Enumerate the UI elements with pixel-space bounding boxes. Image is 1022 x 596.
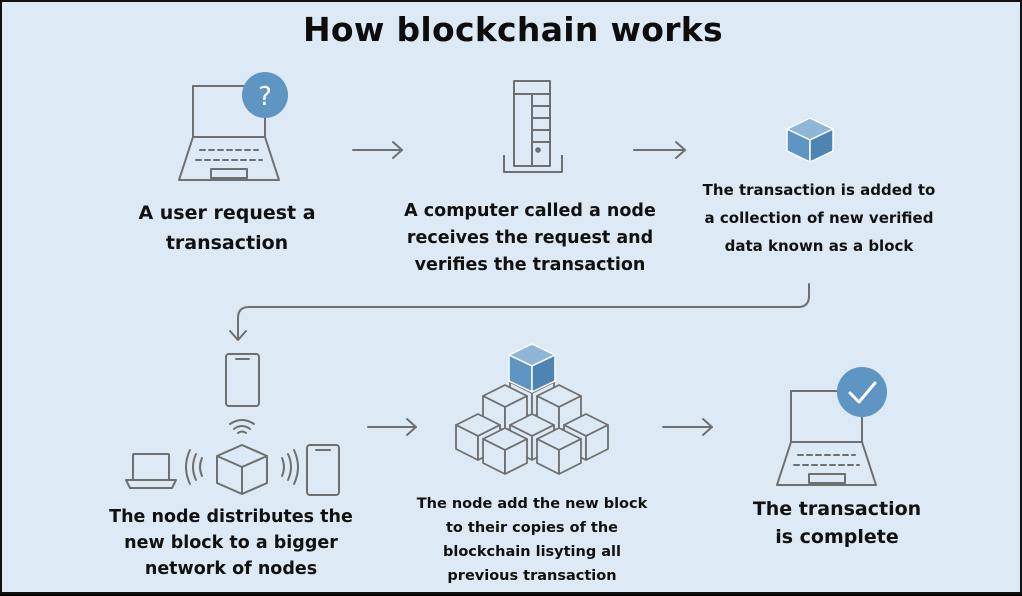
arrow-right-3 bbox=[367, 418, 417, 436]
step-4-caption: The node distributes the new block to a … bbox=[109, 507, 353, 579]
arrow-right-1 bbox=[352, 141, 403, 159]
step-3-caption: The transaction is added to a collection… bbox=[702, 181, 936, 255]
step-2-caption: A computer called a node receives the re… bbox=[404, 201, 656, 275]
server-tower-icon bbox=[503, 80, 563, 173]
laptop-question-icon: ? bbox=[178, 72, 288, 181]
laptop-check-icon bbox=[776, 367, 887, 486]
network-devices-icon bbox=[125, 353, 340, 496]
step-1-caption: A user request a transaction bbox=[138, 202, 316, 254]
step-6-caption: The transaction is complete bbox=[752, 498, 922, 548]
step-5-caption: The node add the new block to their copi… bbox=[416, 496, 648, 584]
block-stack-icon bbox=[455, 343, 609, 475]
arrow-right-2 bbox=[633, 141, 686, 159]
cube-block-icon bbox=[786, 117, 834, 163]
connector-arrow bbox=[229, 283, 810, 341]
diagram-title: How blockchain works bbox=[302, 10, 723, 49]
arrow-right-4 bbox=[662, 418, 713, 436]
svg-text:?: ? bbox=[258, 82, 272, 112]
